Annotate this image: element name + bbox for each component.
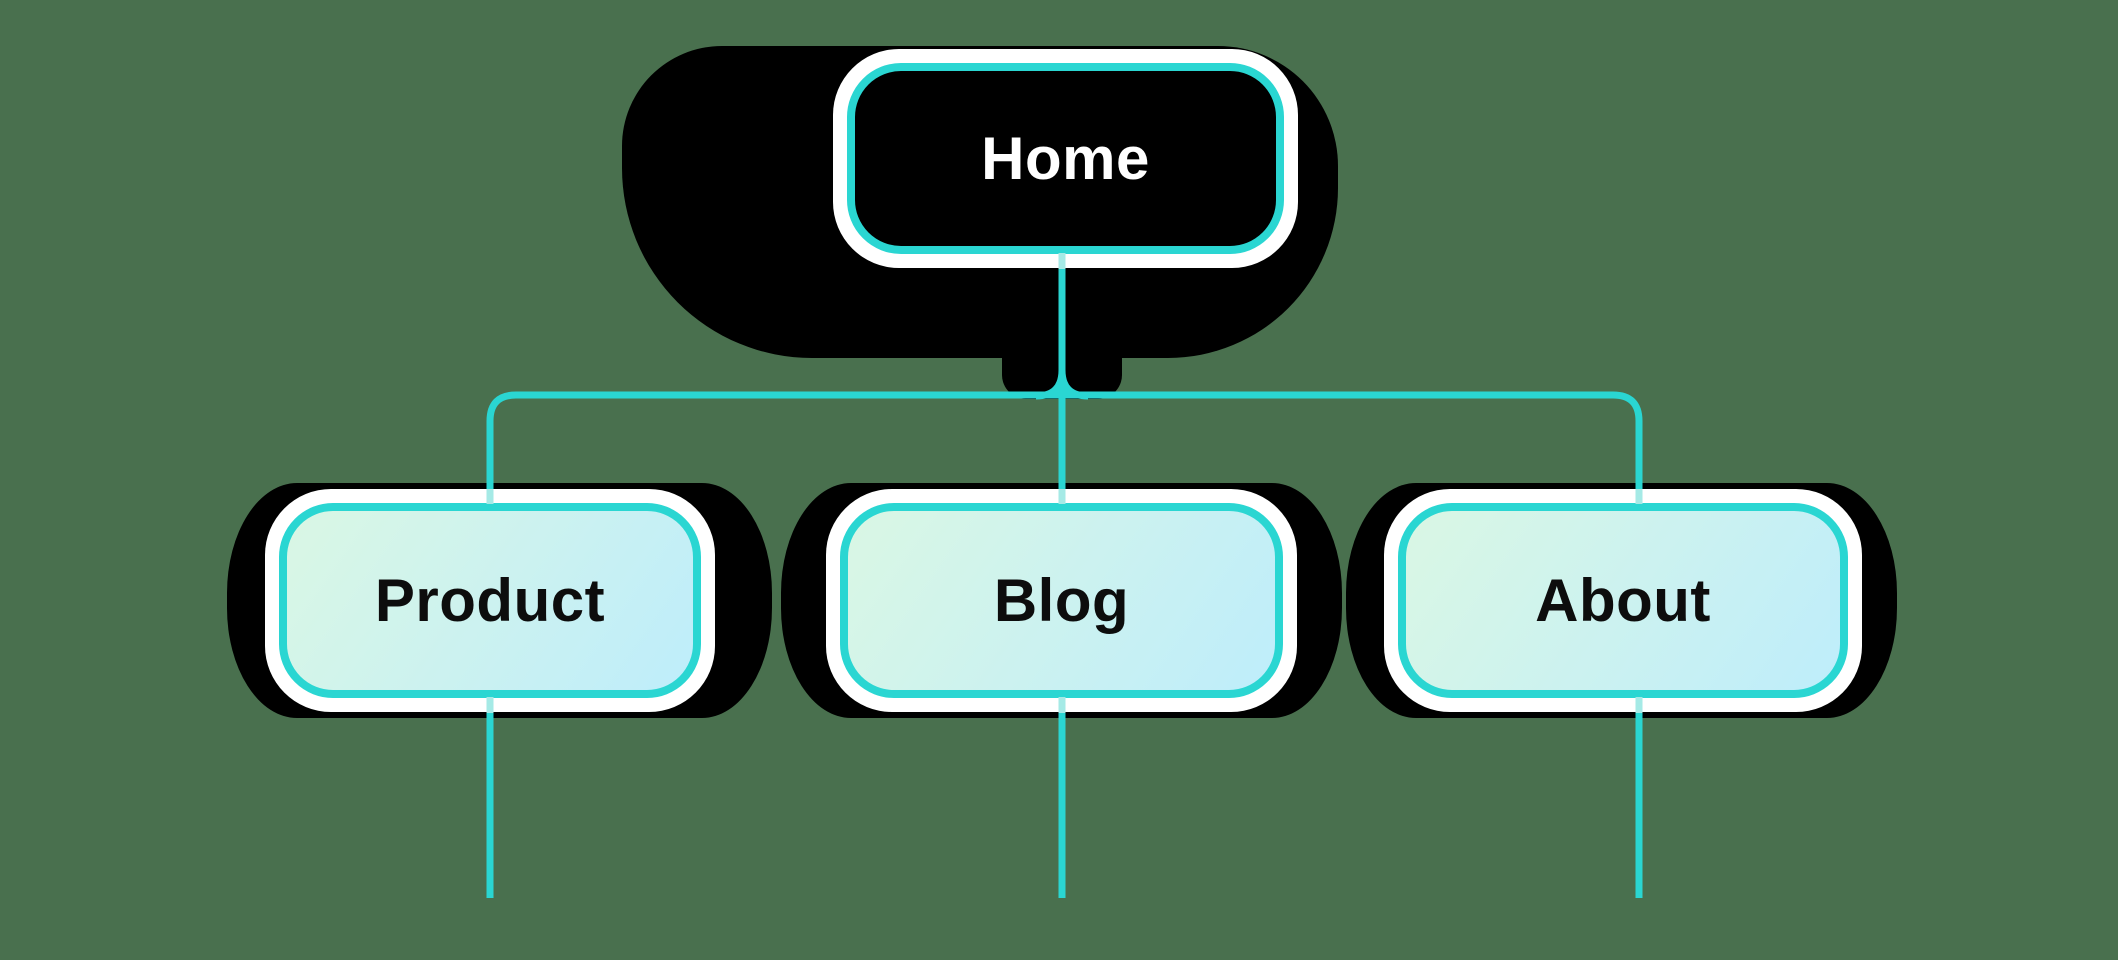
node-blog-card: Blog (840, 503, 1283, 698)
node-home[interactable]: Home (833, 49, 1298, 268)
node-about-label: About (1535, 567, 1711, 634)
node-product-label: Product (374, 567, 606, 634)
node-blog[interactable]: Blog (826, 489, 1297, 712)
node-product[interactable]: Product (265, 489, 715, 712)
node-about-card: About (1398, 503, 1848, 698)
node-blog-label: Blog (993, 567, 1130, 634)
node-home-card: Home (847, 63, 1284, 254)
node-home-label: Home (981, 125, 1150, 192)
junction-fillet-right (1058, 369, 1089, 400)
branch-line (486, 391, 1643, 505)
node-about[interactable]: About (1384, 489, 1862, 712)
node-product-card: Product (279, 503, 701, 698)
